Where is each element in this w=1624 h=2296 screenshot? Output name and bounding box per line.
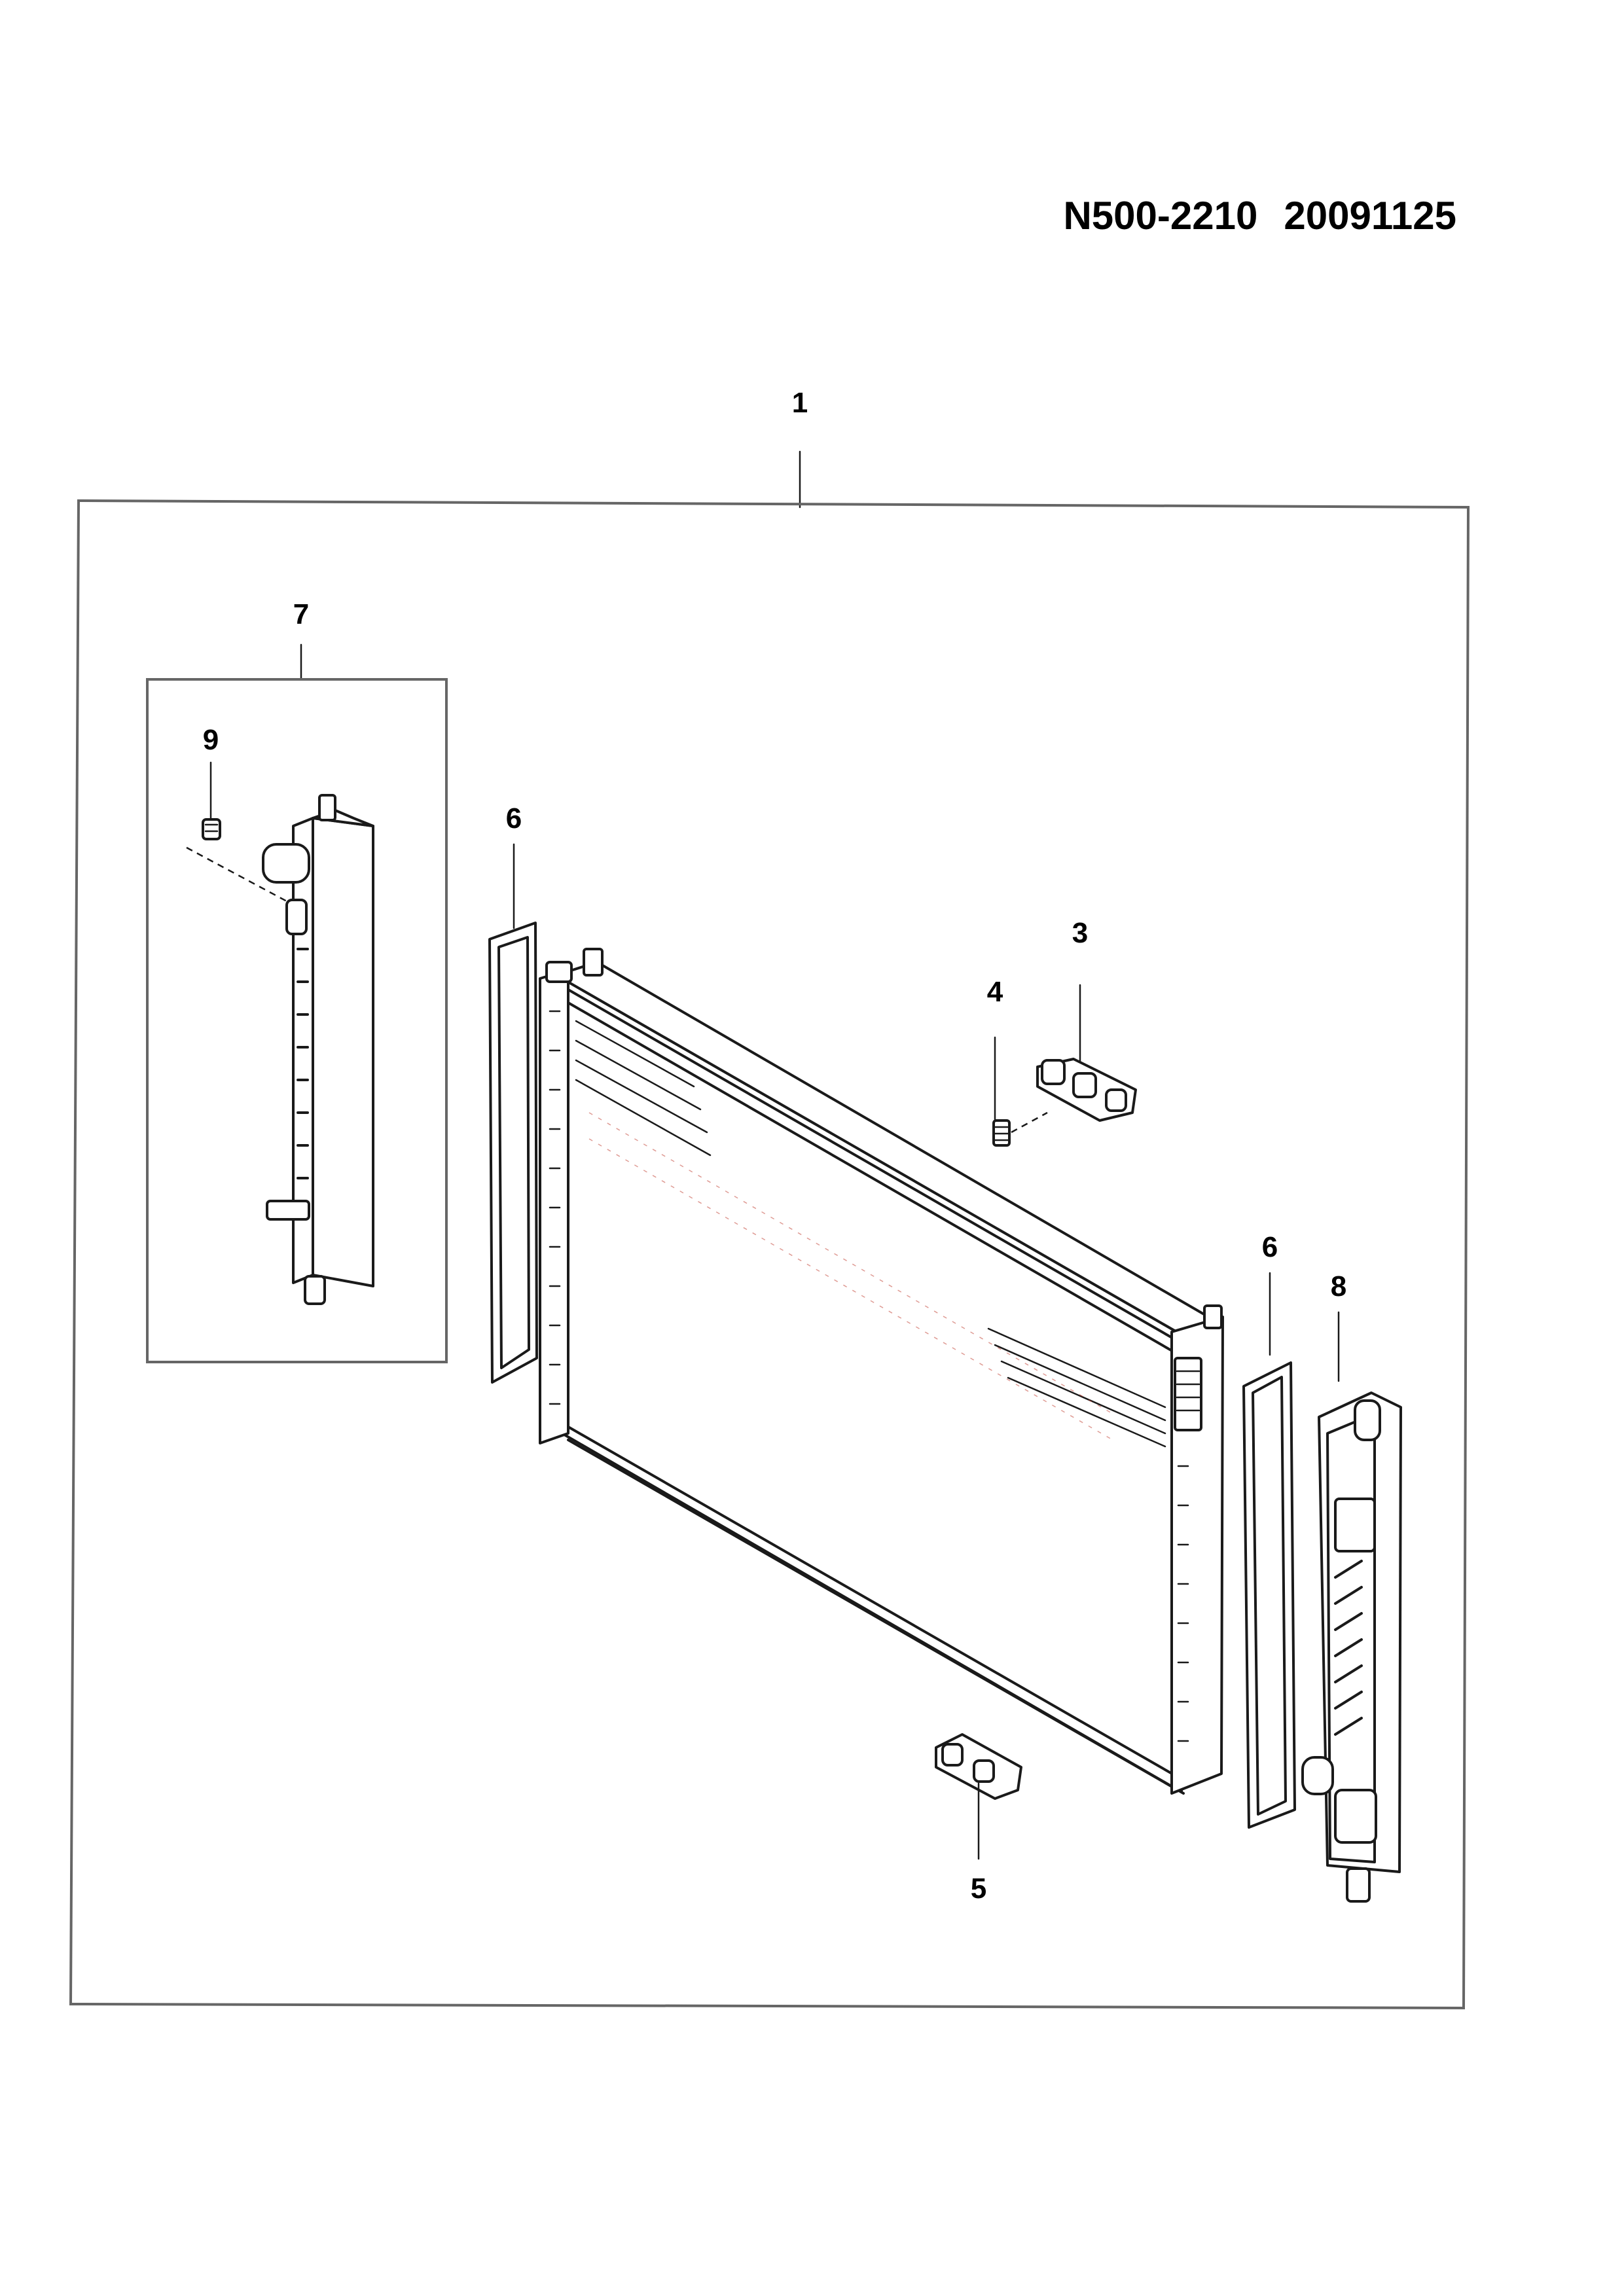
tank-subassembly-callout-7: 7 [293, 598, 309, 681]
svg-text:6: 6 [506, 802, 522, 834]
part-code: N500-2210 [1063, 194, 1257, 238]
radiator-core-icon [539, 948, 1224, 1795]
left-seal-callout-6: 6 [506, 802, 522, 929]
svg-text:8: 8 [1331, 1270, 1346, 1302]
bolt-icon [992, 1119, 1011, 1147]
lower-bracket-icon [935, 1733, 1022, 1800]
date-code: 20091125 [1284, 194, 1456, 238]
header-code: N500-2210 20091125 [1063, 194, 1456, 238]
assembly-callout-1: 1 [792, 387, 808, 509]
tank-subassembly-frame [146, 678, 448, 1363]
bolt-callout-4: 4 [987, 976, 1003, 1121]
svg-text:3: 3 [1072, 917, 1088, 949]
svg-text:6: 6 [1262, 1231, 1278, 1263]
svg-text:4: 4 [987, 976, 1003, 1008]
left-side-tank-icon [262, 794, 374, 1305]
drain-plug-icon [202, 818, 221, 840]
svg-text:7: 7 [293, 598, 309, 630]
svg-text:9: 9 [203, 724, 219, 756]
right-side-tank-icon [1301, 1391, 1402, 1903]
right-tank-callout-8: 8 [1331, 1270, 1346, 1382]
radiator-assembly-frame [69, 499, 1470, 2010]
upper-bracket-icon [1036, 1058, 1137, 1122]
lower-bracket-callout-5: 5 [971, 1782, 986, 1905]
right-seal-callout-6: 6 [1262, 1231, 1278, 1356]
svg-text:1: 1 [792, 387, 808, 419]
drain-plug-callout-9: 9 [203, 724, 219, 819]
upper-bracket-callout-3: 3 [1072, 917, 1088, 1065]
svg-text:5: 5 [971, 1873, 986, 1905]
